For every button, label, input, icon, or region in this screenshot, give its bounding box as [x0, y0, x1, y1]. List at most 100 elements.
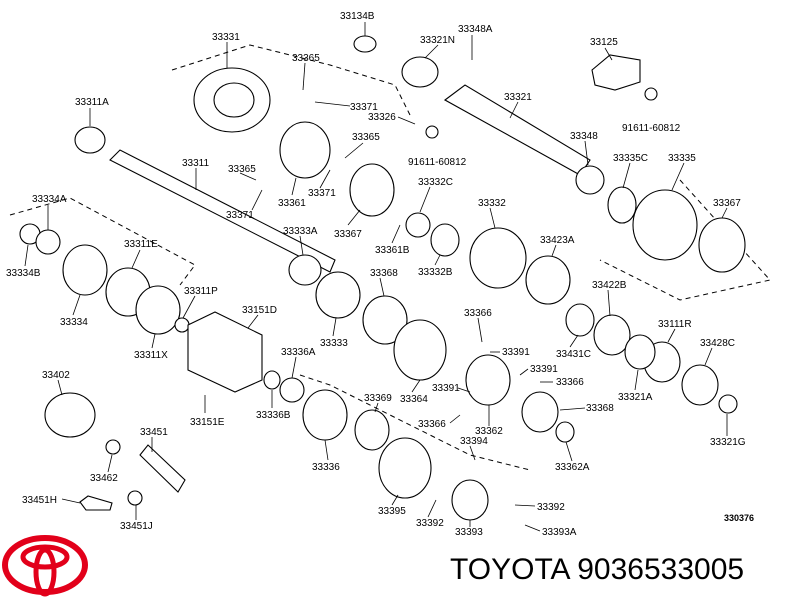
leader-line: [457, 387, 471, 393]
bearing-33332B: [430, 223, 460, 257]
part-label: 33371: [350, 102, 378, 113]
leader-line: [449, 414, 461, 424]
leader-line: [667, 328, 676, 343]
gear-parts: [19, 35, 746, 521]
part-label: 33311: [182, 158, 210, 169]
leader-line: [469, 445, 476, 461]
bearing-33422B: [593, 314, 631, 356]
part-label: 33422B: [592, 280, 627, 291]
leader-line: [107, 454, 113, 473]
ring-33332C: [405, 212, 431, 238]
part-label: 33367: [713, 198, 741, 209]
part-label: 91611-60812: [408, 157, 467, 168]
leader-line: [607, 289, 611, 317]
leader-line: [434, 254, 441, 266]
part-label: 33369: [364, 393, 392, 404]
gear-33362: [465, 354, 511, 406]
bolt-33451H: [79, 495, 113, 511]
part-label: 33371: [308, 188, 336, 199]
part-label: 33366: [556, 377, 584, 388]
gear-33369: [354, 409, 390, 451]
part-label: 33321G: [710, 437, 746, 448]
gear-33361: [279, 121, 331, 179]
part-label: 33321N: [420, 35, 455, 46]
part-label: 33334A: [32, 194, 67, 205]
part-label: 33111R: [658, 319, 692, 330]
leader-line: [524, 524, 541, 532]
leader-line: [565, 441, 573, 462]
gear-33332: [469, 227, 527, 289]
ring-33367b: [698, 217, 746, 273]
leader-line: [427, 499, 437, 518]
bearing-33321A: [624, 334, 656, 370]
part-label: 33367: [334, 229, 362, 240]
part-label: 33391: [530, 364, 558, 375]
part-label: 33362A: [555, 462, 590, 473]
part-label: 33431C: [556, 349, 591, 360]
part-label: 33366: [464, 308, 492, 319]
leader-line: [551, 244, 557, 257]
ring-33451J: [127, 490, 143, 506]
leader-line: [559, 407, 586, 411]
part-label: 33125: [590, 37, 618, 48]
gear-33331-bore: [213, 82, 255, 118]
leader-line: [314, 101, 351, 107]
gear-33335C: [607, 186, 637, 224]
leader-line: [374, 402, 379, 413]
part-label: 33311P: [184, 286, 218, 297]
leader-line: [411, 379, 421, 393]
part-label: 33348A: [458, 24, 493, 35]
leader-line: [291, 356, 297, 379]
leader-line: [604, 47, 613, 61]
ring-33367a: [349, 163, 395, 217]
bearing-33311A: [74, 126, 106, 154]
ring-33348: [575, 165, 605, 195]
leader-lines: [24, 22, 728, 532]
leader-line: [584, 140, 589, 166]
part-label: 33392: [416, 518, 444, 529]
leader-line: [291, 177, 297, 196]
part-label: 33393A: [542, 527, 577, 538]
gear-33368: [362, 295, 408, 345]
part-label: 33335C: [613, 153, 648, 164]
diagram-code: 330376: [724, 513, 754, 523]
gear-33335: [632, 189, 698, 261]
part-label: 33336B: [256, 410, 291, 421]
part-label: 91611-60812: [622, 123, 681, 134]
part-label: 33335: [668, 153, 696, 164]
part-label: 33331: [212, 32, 240, 43]
part-label: 33321A: [618, 392, 653, 403]
leader-line: [634, 369, 639, 391]
leader-line: [721, 207, 728, 219]
bearing-33333A: [288, 254, 322, 286]
ring-33311P: [174, 317, 190, 333]
leader-line: [299, 235, 304, 256]
part-label: 33311X: [134, 350, 168, 361]
part-label: 33451: [140, 427, 168, 438]
part-label: 33361: [278, 198, 306, 209]
bearing-33336A: [279, 377, 305, 403]
leader-line: [151, 333, 156, 349]
leader-line: [379, 277, 385, 297]
input-shaft: [109, 149, 336, 273]
part-label: 33428C: [700, 338, 735, 349]
output-shaft: [443, 84, 591, 176]
part-labels: 33134B 33348A 33331 33321N 33125 33365 3…: [6, 11, 754, 538]
toyota-logo-horizontal-ring: [20, 544, 70, 570]
leader-line: [489, 207, 496, 229]
bearing-33321N: [401, 56, 439, 88]
leader-line: [477, 317, 483, 343]
part-label: 33336: [312, 462, 340, 473]
leader-line: [61, 498, 81, 504]
leader-line: [72, 294, 81, 316]
part-label: 33321: [504, 92, 532, 103]
part-label: 33365: [292, 53, 320, 64]
leader-line: [622, 162, 631, 189]
leader-line: [324, 439, 329, 461]
part-label: 33362: [475, 426, 503, 437]
part-label: 33368: [370, 268, 398, 279]
part-label: 33326: [368, 112, 396, 123]
part-label: 33332: [478, 198, 506, 209]
part-label: 33336A: [281, 347, 316, 358]
